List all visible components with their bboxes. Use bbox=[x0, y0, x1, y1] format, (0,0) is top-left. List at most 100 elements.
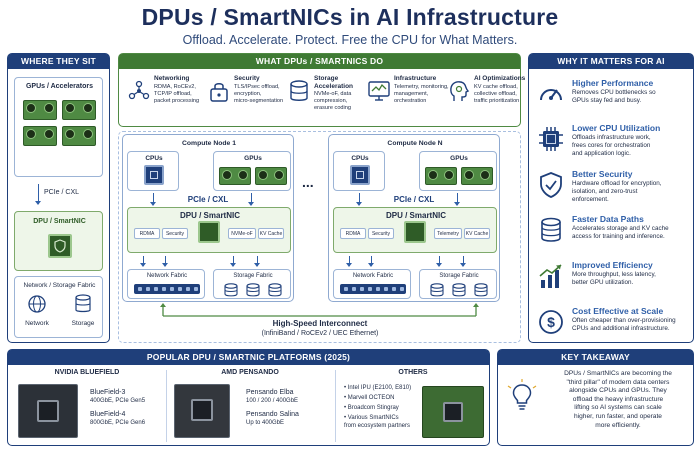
cpus-box: CPUs bbox=[333, 151, 385, 191]
fabric-arrow bbox=[346, 256, 353, 267]
bluefield-board-image bbox=[18, 384, 78, 438]
gpu-card-icon bbox=[23, 100, 57, 120]
dpu-feature-pill: Telemetry bbox=[434, 228, 462, 239]
database-stack-icon bbox=[541, 217, 561, 242]
storage-cylinder-icon bbox=[430, 283, 444, 297]
pcie-label: PCIe / CXL bbox=[393, 195, 435, 204]
why-item-title: Faster Data Paths bbox=[572, 214, 644, 224]
dpu-feature-pill: Security bbox=[162, 228, 188, 239]
globe-icon bbox=[28, 295, 46, 313]
cpu-chip-core bbox=[150, 171, 158, 179]
gpus-label: GPUs / Accelerators bbox=[25, 83, 94, 90]
gpus-box: GPUs bbox=[213, 151, 291, 191]
why-item-title: Better Security bbox=[572, 169, 633, 179]
storage-cylinder-icon bbox=[268, 283, 282, 297]
smartnic-chip-icon bbox=[443, 402, 463, 422]
dpu-label: DPU / SmartNIC bbox=[385, 211, 446, 220]
why-item-title: Higher Performance bbox=[572, 78, 654, 88]
dpu-feature-pill: RDMA bbox=[134, 228, 160, 239]
fabric-arrow bbox=[140, 256, 147, 267]
elba-spec: 100 / 200 / 400GbE bbox=[246, 398, 299, 404]
fabric-arrow bbox=[230, 256, 237, 267]
why-item-desc: Hardware offload for encryption, isolati… bbox=[572, 180, 662, 203]
why-item-title: Lower CPU Utilization bbox=[572, 123, 661, 133]
dpu-feature-pill: NVMe-oF bbox=[228, 228, 256, 239]
bluefield-chip-icon bbox=[37, 400, 59, 422]
what-item-title: Infrastructure bbox=[394, 75, 437, 82]
gpu-card-icon bbox=[62, 100, 96, 120]
why-item-desc: More throughput, less latency, better GP… bbox=[572, 271, 656, 286]
cpu-chip-icon bbox=[350, 165, 370, 185]
storage-fabric-label: Storage Fabric bbox=[233, 273, 273, 279]
cpus-box: CPUs bbox=[127, 151, 179, 191]
svg-text:$: $ bbox=[547, 314, 555, 330]
why-item-title: Cost Effective at Scale bbox=[572, 306, 664, 316]
gpu-card-icon bbox=[255, 167, 287, 185]
others-list-item: • Various SmartNICs from ecosystem partn… bbox=[344, 415, 411, 429]
fabric-box: Network / Storage Fabric Network Storage bbox=[14, 276, 103, 338]
why-panel: WHY IT MATTERS FOR AI Higher Performance… bbox=[528, 53, 694, 343]
elba-name: Pensando Elba bbox=[246, 389, 294, 396]
monitor-icon bbox=[368, 81, 390, 101]
network-fabric-label: Network Fabric bbox=[352, 273, 394, 279]
nvidia-header: NVIDIA BLUEFIELD bbox=[54, 369, 120, 376]
others-list-item: • Marvell OCTEON bbox=[344, 395, 395, 401]
bar-chart-up-icon bbox=[539, 264, 562, 288]
dpu-chip-icon bbox=[198, 221, 220, 243]
dpu-feature-pill: Security bbox=[368, 228, 394, 239]
storage-fabric-label: Storage Fabric bbox=[439, 273, 479, 279]
node-title: Compute Node 1 bbox=[181, 140, 236, 147]
takeaway-panel: KEY TAKEAWAY DPUs / SmartNICs are becomi… bbox=[497, 349, 694, 446]
platforms-header: POPULAR DPU / SMARTNIC PLATFORMS (2025) bbox=[8, 350, 489, 365]
salina-spec: Up to 400GbE bbox=[246, 420, 285, 426]
gpus-box: GPUs bbox=[419, 151, 497, 191]
gpus-label: GPUs bbox=[244, 155, 262, 162]
shield-check-icon bbox=[540, 172, 562, 198]
why-item-title: Improved Efficiency bbox=[572, 260, 653, 270]
platform-divider bbox=[166, 370, 167, 442]
network-fabric-label: Network Fabric bbox=[146, 273, 188, 279]
platform-divider bbox=[335, 370, 336, 442]
switch-icon bbox=[134, 284, 200, 294]
pcie-arrow bbox=[150, 193, 157, 206]
network-fabric-box: Network Fabric bbox=[333, 269, 411, 299]
pensando-board-image bbox=[174, 384, 230, 438]
network-nodes-icon bbox=[128, 80, 150, 100]
salina-name: Pensando Salina bbox=[246, 411, 299, 418]
what-item-title: Networking bbox=[154, 75, 190, 82]
fabric-label: Network / Storage Fabric bbox=[23, 282, 96, 289]
ai-head-icon bbox=[450, 81, 470, 101]
bluefield3-spec: 400GbE, PCIe Gen5 bbox=[90, 398, 146, 404]
gauge-icon bbox=[540, 89, 562, 101]
cpu-chip-icon bbox=[144, 165, 164, 185]
pcie-label: PCIe / CXL bbox=[187, 195, 229, 204]
pcie-arrow bbox=[248, 193, 255, 206]
gpu-card-icon bbox=[219, 167, 251, 185]
why-item-desc: Accelerates storage and KV cache access … bbox=[572, 225, 669, 240]
dpu-box: DPU / SmartNIC bbox=[14, 211, 103, 271]
why-item-desc: Offloads infrastructure work, frees core… bbox=[572, 134, 651, 157]
dpu-feature-pill: KV Cache bbox=[464, 228, 490, 239]
what-item-title: Security bbox=[234, 75, 260, 82]
why-header: WHY IT MATTERS FOR AI bbox=[529, 54, 693, 69]
dpu-label: DPU / SmartNIC bbox=[33, 218, 86, 225]
cpus-label: CPUs bbox=[145, 155, 163, 162]
takeaway-header: KEY TAKEAWAY bbox=[498, 350, 693, 365]
pcie-arrow bbox=[454, 193, 461, 206]
node-ellipsis: ... bbox=[302, 174, 314, 190]
page-subtitle: Offload. Accelerate. Protect. Free the C… bbox=[182, 33, 518, 47]
what-item-desc: NVMe-oF, data compression, erasure codin… bbox=[314, 91, 352, 111]
lock-icon bbox=[210, 83, 228, 102]
storage-cylinder-icon bbox=[75, 294, 91, 313]
what-item-title: AI Optimizations bbox=[474, 75, 526, 82]
others-list-item: • Intel IPU (E2100, E810) bbox=[344, 385, 412, 391]
cpu-chip-core bbox=[356, 171, 364, 179]
network-label: Network bbox=[25, 320, 49, 327]
cpus-label: CPUs bbox=[351, 155, 369, 162]
pcie-label: PCIe / CXL bbox=[44, 189, 80, 196]
gpus-box: GPUs / Accelerators bbox=[14, 77, 103, 177]
bluefield4-name: BlueField-4 bbox=[90, 411, 126, 418]
